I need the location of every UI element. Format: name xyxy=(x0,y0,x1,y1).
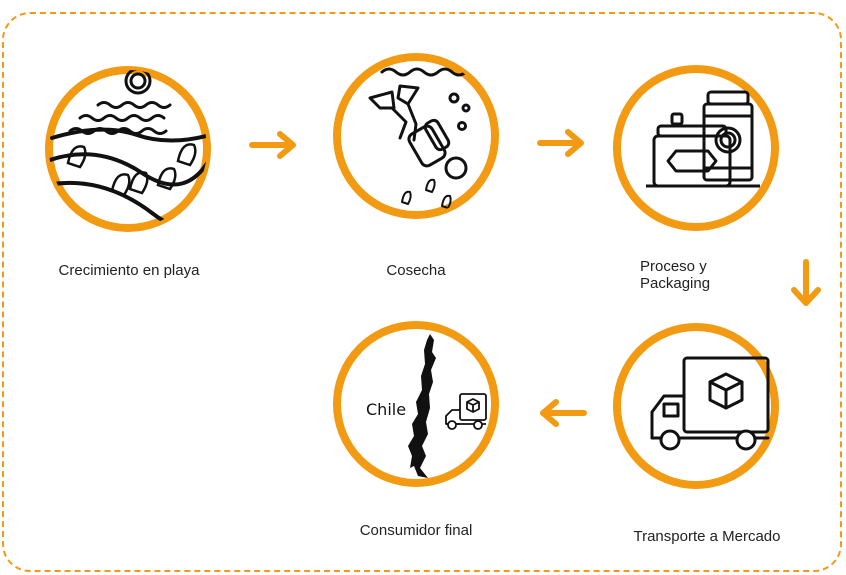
map-label-chile: Chile xyxy=(366,400,407,419)
step-5-label: Consumidor final xyxy=(359,522,473,539)
arrow-right-icon xyxy=(537,129,584,157)
step-2-label: Cosecha xyxy=(386,262,446,279)
step-3-label: Proceso y Packaging xyxy=(640,258,770,292)
step-3-label-line1: Proceso y xyxy=(640,258,707,275)
diver-icon xyxy=(333,53,499,219)
chile-map-icon xyxy=(333,321,499,487)
step-transport-market xyxy=(610,320,782,492)
canned-food-icon xyxy=(613,65,779,231)
step-4-label: Transporte a Mercado xyxy=(633,528,781,545)
delivery-truck-icon xyxy=(613,323,779,489)
arrow-down-icon xyxy=(791,259,821,306)
step-1-label: Crecimiento en playa xyxy=(58,262,200,279)
step-final-consumer: Chile xyxy=(330,318,502,490)
step-beach-growth xyxy=(42,63,214,235)
step-processing-packaging xyxy=(610,62,782,234)
step-3-label-line2: Packaging xyxy=(640,275,711,292)
arrow-left-icon xyxy=(540,399,587,427)
arrow-right-icon xyxy=(249,131,296,159)
beach-shellfish-icon xyxy=(45,66,211,232)
dashed-frame xyxy=(2,12,842,572)
step-harvest xyxy=(330,50,502,222)
